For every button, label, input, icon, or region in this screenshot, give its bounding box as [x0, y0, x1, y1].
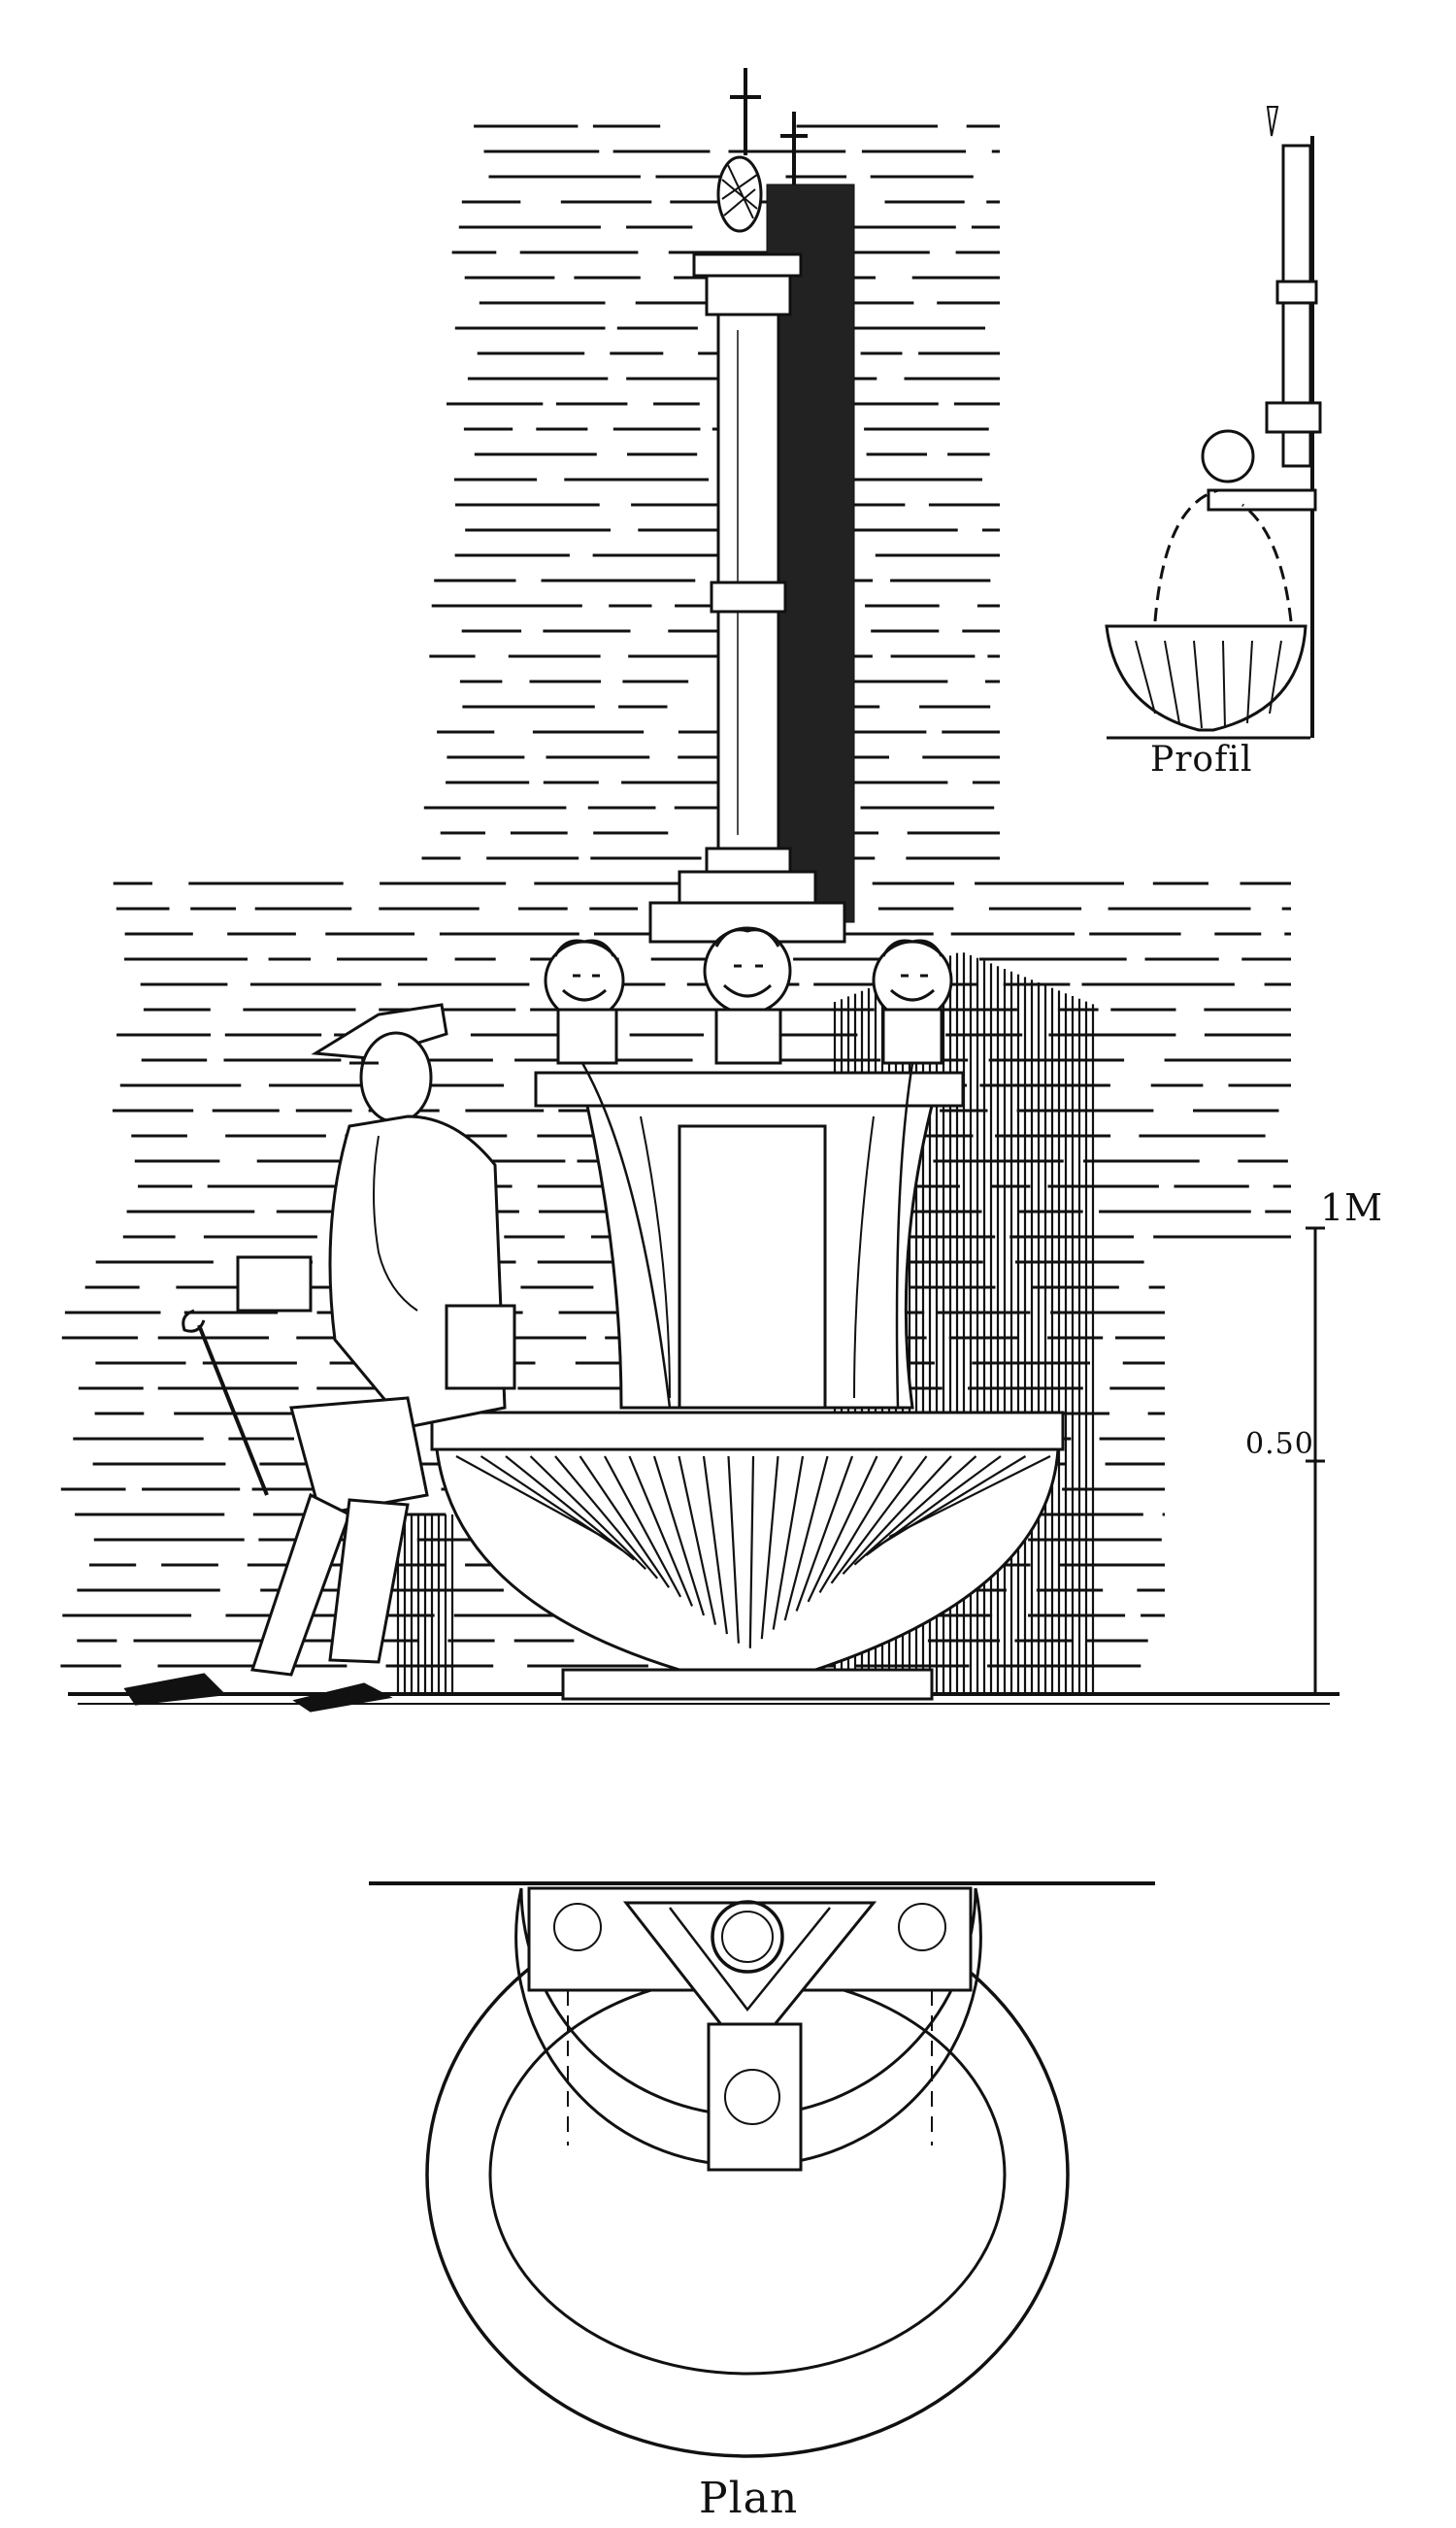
godroon-line — [480, 1455, 623, 1552]
godroon-line — [652, 1455, 706, 1616]
seated-figure — [123, 1003, 516, 1713]
lion-head-center — [703, 926, 792, 1065]
plan-view — [369, 1881, 1155, 2458]
godroon-line — [853, 1455, 977, 1566]
godroon-line — [579, 1455, 671, 1588]
scale-label-mid: 0.50 — [1245, 1427, 1314, 1461]
plan-label: Plan — [699, 2474, 799, 2523]
godroon-line — [842, 1455, 952, 1576]
godroon-line — [727, 1455, 740, 1644]
godroon-line — [505, 1455, 635, 1561]
godroon-line — [748, 1455, 755, 1648]
profile-elevation — [1105, 106, 1322, 740]
godroon-line — [818, 1455, 903, 1593]
godroon-line — [529, 1455, 646, 1570]
lion-head-right — [872, 939, 953, 1065]
godroon-line — [772, 1455, 805, 1630]
lion-heads — [544, 926, 953, 1065]
upper-basin — [534, 1062, 965, 1410]
scale-label-top: 1M — [1320, 1186, 1384, 1229]
godroon-line — [554, 1455, 659, 1580]
godroon-line — [795, 1455, 854, 1612]
godroon-line — [830, 1455, 928, 1584]
godroon-line — [455, 1455, 612, 1543]
godroon-line — [807, 1455, 878, 1603]
godroon-line — [604, 1455, 682, 1598]
godroon-line — [760, 1455, 779, 1640]
godroon-line — [888, 1455, 1051, 1538]
godroon-line — [678, 1455, 717, 1625]
godroon-line — [702, 1455, 728, 1635]
profile-label: Profil — [1150, 740, 1253, 780]
godroon-line — [783, 1455, 829, 1621]
scale-bar — [1306, 1226, 1325, 1696]
lion-head-left — [544, 939, 625, 1065]
lower-basin — [430, 1411, 1065, 1701]
godroon-line — [628, 1455, 694, 1607]
